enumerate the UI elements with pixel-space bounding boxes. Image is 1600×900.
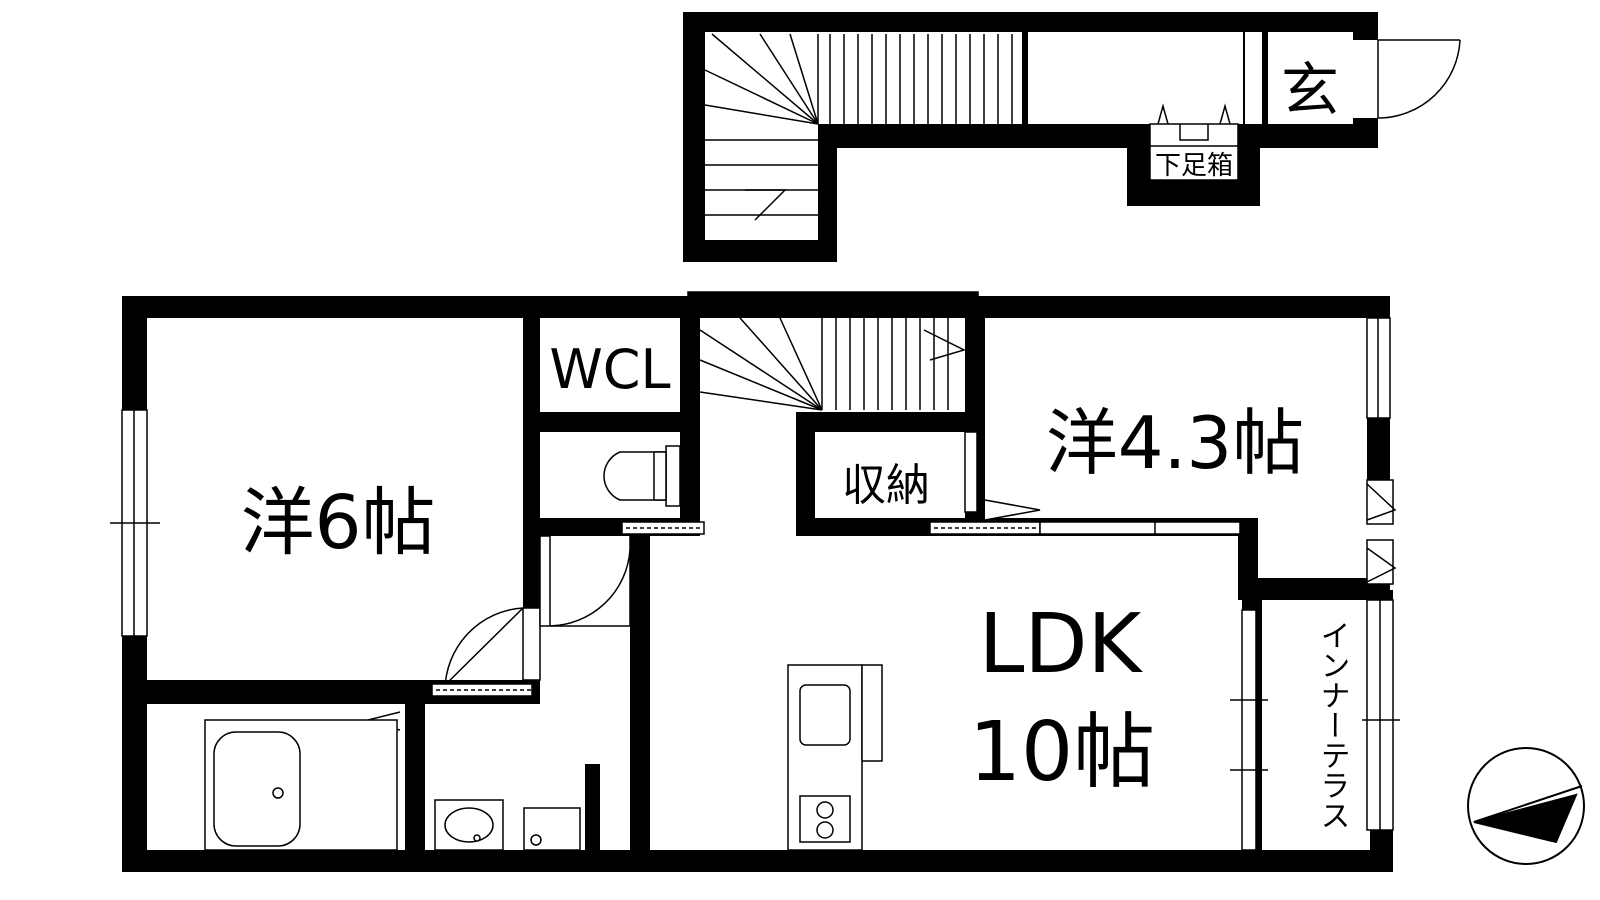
doors (359, 431, 1397, 851)
room-inner-terrace (1262, 600, 1370, 850)
label-ldk-size: 10帖 (969, 705, 1155, 800)
label-inner-terrace: インナーテラス (1315, 620, 1350, 830)
windows (110, 291, 1400, 831)
label-wcl: WCL (549, 338, 670, 401)
shoe-box (1149, 103, 1239, 181)
entrance-label: 玄 (1281, 56, 1339, 124)
room-western-4-3 (985, 318, 1367, 518)
bathtub (204, 719, 398, 851)
main-block: 洋6帖 WCL 収納 洋4.3帖 LDK 10帖 インナーテラス (110, 291, 1400, 872)
washbasin (434, 799, 581, 851)
label-western-6: 洋6帖 (240, 480, 435, 566)
entrance-block: 下足箱 玄 (683, 12, 1461, 262)
compass-icon (1467, 747, 1585, 865)
shoe-box-label: 下足箱 (1155, 151, 1233, 181)
room-ldk (650, 536, 1260, 850)
label-ldk: LDK (979, 597, 1144, 692)
room-wcl (540, 318, 680, 412)
partition (1262, 32, 1268, 124)
stairs-lower (699, 317, 967, 411)
room-western-6 (147, 318, 523, 693)
stairs-upper (704, 33, 1013, 221)
label-storage: 収納 (842, 460, 930, 511)
toilet-fixture (603, 445, 681, 507)
kitchen-counter (787, 664, 883, 851)
entrance-door (1377, 39, 1461, 119)
partition (1022, 32, 1028, 124)
entrance-inner-space (705, 32, 1353, 240)
label-western-4-3: 洋4.3帖 (1046, 401, 1305, 485)
room-storage (815, 432, 965, 518)
